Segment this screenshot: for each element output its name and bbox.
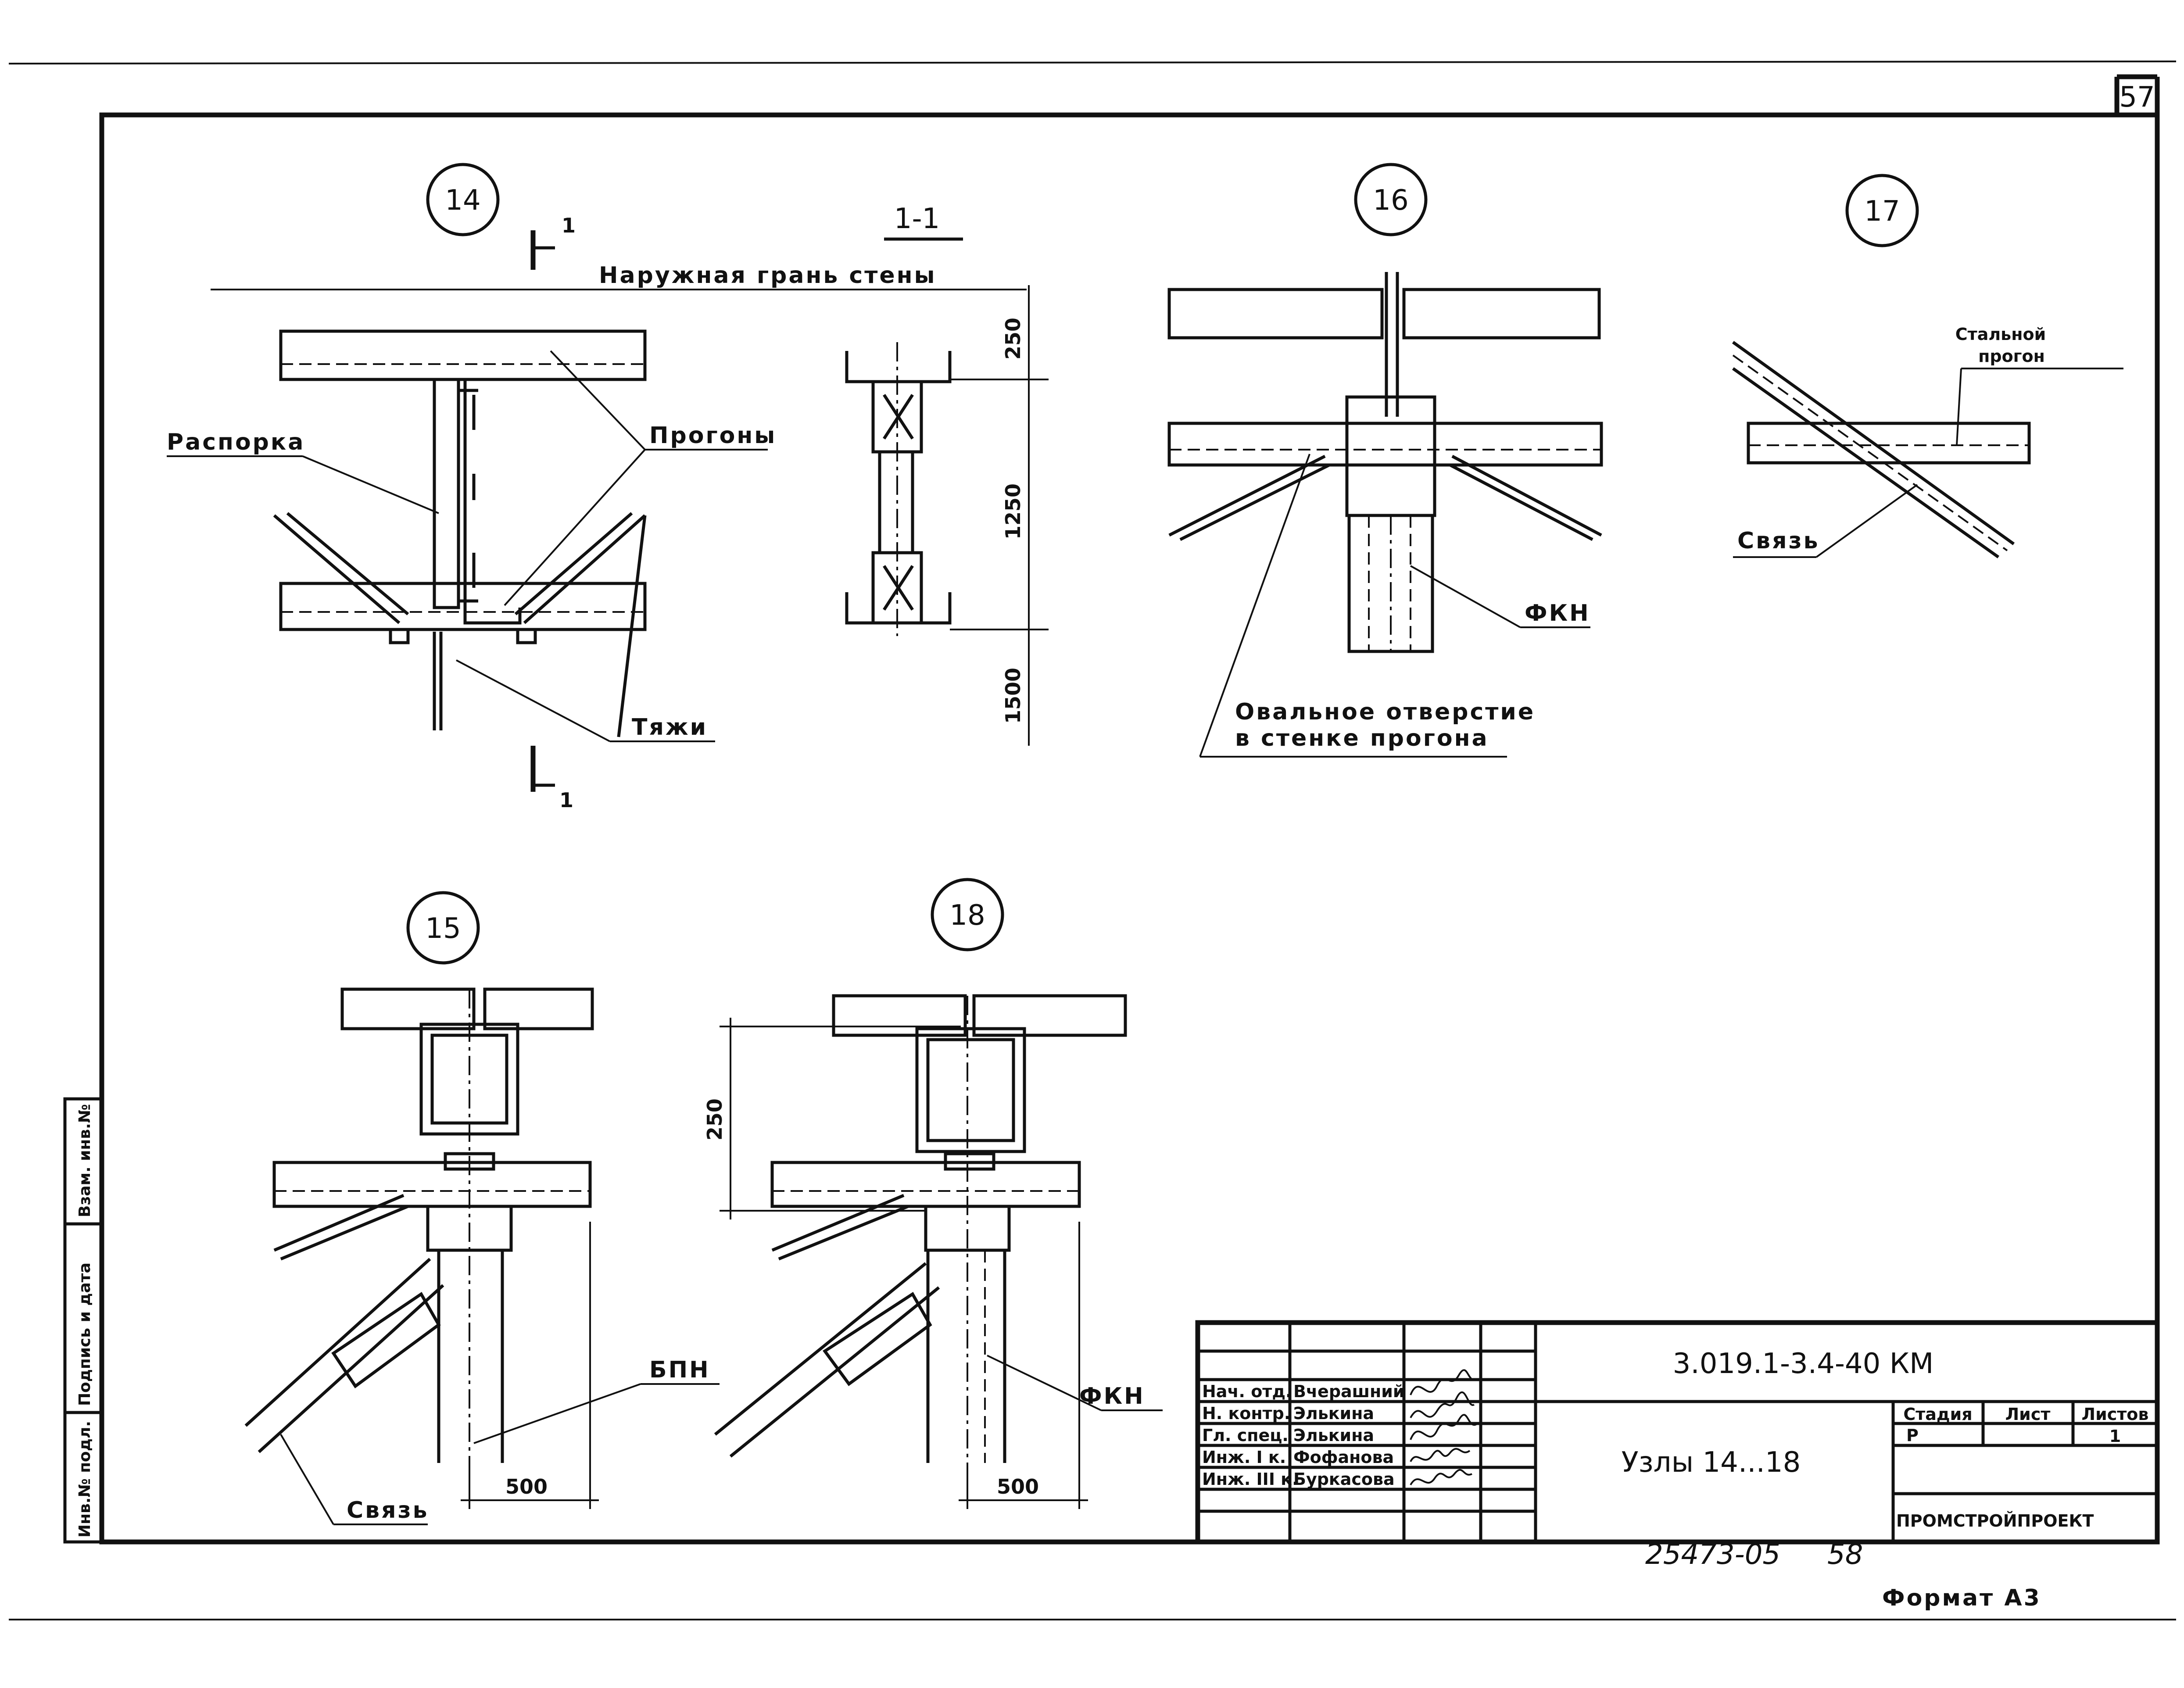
section-title: 1-1 [894, 203, 940, 235]
section-mark-bottom: 1 [559, 788, 573, 812]
scan-top-line [8, 61, 2177, 64]
stage-header: Стадия [1903, 1405, 1972, 1424]
node-16-label: 16 [1373, 184, 1408, 217]
node-17-label: 17 [1864, 195, 1900, 228]
role-4: Инж. I к. [1202, 1448, 1286, 1467]
side-stamp-inv-no: Инв.№ подл. [76, 1421, 94, 1538]
organization: ПРОМСТРОЙПРОЕКТ [1896, 1511, 2094, 1531]
fkn-16-label: ФКН [1525, 600, 1590, 626]
role-5: Инж. III к. [1202, 1470, 1298, 1489]
rods-label: Тяжи [632, 714, 708, 740]
purlins-label: Прогоны [649, 422, 777, 449]
spacer-label: Распорка [167, 429, 305, 455]
handwritten-signatures [1410, 1369, 1477, 1486]
role-2: Н. контр. [1202, 1404, 1290, 1423]
node-14: 14 1 Наружная грань стены 1 Распорка Про [167, 163, 1027, 812]
side-stamp-signature: Подпись и дата [76, 1262, 94, 1406]
name-3: Элькина [1293, 1426, 1374, 1445]
name-5: Буркасова [1293, 1470, 1395, 1489]
dim-500-node18: 500 [997, 1475, 1039, 1498]
drawing-frame [99, 112, 2160, 1545]
oval-hole-label-1: Овальное отверстие [1235, 699, 1535, 725]
dim-250-node18: 250 [703, 1098, 727, 1141]
role-3: Гл. спец. [1202, 1426, 1289, 1445]
node-15-label: 15 [425, 912, 461, 945]
archive-page: 58 [1827, 1538, 1863, 1571]
bracing-17-label: Связь [1737, 528, 1820, 554]
archive-number: 25473-05 [1645, 1538, 1780, 1571]
dim-250-section: 250 [1001, 318, 1025, 360]
sheet-header: Лист [2005, 1405, 2051, 1424]
bracing-15-label: Связь [347, 1497, 429, 1523]
side-stamp-replace-no: Взам. инв.№ [76, 1104, 94, 1217]
dim-1250: 1250 [1001, 483, 1025, 540]
format-note: Формат А3 [1882, 1585, 2041, 1611]
section-1-1: 1-1 250 1250 1500 [845, 203, 1049, 746]
document-code: 3.019.1-3.4-40 КМ [1673, 1348, 1934, 1380]
fkn-18-label: ФКН [1079, 1383, 1145, 1409]
name-2: Элькина [1293, 1404, 1374, 1423]
steel-purlin-label-2: прогон [1978, 347, 2045, 366]
name-4: Фофанова [1293, 1448, 1394, 1467]
node-15: 15 500 БПН Связь [244, 891, 720, 1525]
node-18-label: 18 [949, 899, 985, 932]
node-16: 16 ФКН Овальное отверстие в стенке прого… [1167, 163, 1603, 758]
sheet-number: 57 [2119, 81, 2155, 114]
name-1: Вчерашний [1293, 1382, 1405, 1401]
node-18: 18 250 500 ФКН [703, 878, 1163, 1509]
side-stamp: Инв.№ подл. Подпись и дата Взам. инв.№ [63, 1097, 104, 1544]
drawing-title: Узлы 14...18 [1622, 1446, 1801, 1479]
stage-value: Р [1906, 1426, 1919, 1445]
sheets-value: 1 [2109, 1427, 2121, 1446]
node-17: 17 Стальной прогон Связь [1732, 174, 2123, 558]
oval-hole-label-2: в стенке прогона [1235, 725, 1489, 751]
dim-1500: 1500 [1001, 668, 1025, 724]
node-14-label: 14 [445, 184, 480, 217]
bpn-label: БПН [649, 1357, 710, 1383]
section-mark-top: 1 [562, 214, 576, 237]
steel-purlin-label-1: Стальной [1955, 325, 2046, 344]
role-1: Нач. отд. [1202, 1382, 1292, 1401]
title-block: Нач. отд. Вчерашний Н. контр. Элькина Гл… [1195, 1320, 2160, 1545]
sheets-header: Листов [2082, 1405, 2149, 1424]
dim-500-node15: 500 [505, 1475, 548, 1498]
outer-wall-face-label: Наружная грань стены [599, 262, 937, 289]
